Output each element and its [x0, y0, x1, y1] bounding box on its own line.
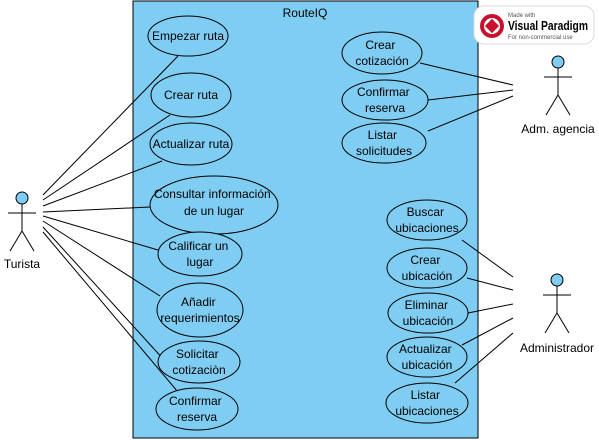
use-case-label-calificar-lugar: Calificar un lugar	[168, 239, 231, 269]
use-case-label-empezar-ruta: Empezar ruta	[152, 29, 224, 43]
use-cases	[147, 15, 469, 431]
use-case-listar-solicitudes[interactable]	[341, 122, 427, 164]
use-case-anadir-req[interactable]	[156, 282, 244, 338]
use-case-label-actualizar-ubicacion: Actualizar ubicación	[399, 342, 455, 372]
use-case-label-buscar-ubicaciones: Buscar ubicaciones	[395, 205, 458, 235]
assoc-turista-actualizar-ruta	[42, 160, 163, 207]
use-case-crear-cotizacion[interactable]	[341, 31, 423, 75]
use-case-actualizar-ruta[interactable]	[149, 122, 233, 166]
assoc-turista-anadir-req	[42, 220, 161, 297]
assoc-admin-actualizar-ubicacion	[461, 317, 514, 346]
use-case-crear-ubicacion[interactable]	[386, 247, 468, 289]
use-case-buscar-ubicaciones[interactable]	[386, 199, 468, 241]
assoc-turista-crear-ruta	[42, 114, 171, 201]
watermark-line2: For non-commercial use	[508, 35, 573, 41]
actor-head	[15, 191, 29, 205]
use-case-label-eliminar-ubicacion: Eliminar ubicación	[403, 298, 454, 328]
watermark-brand: Visual Paradigm	[508, 18, 588, 33]
actor-turista[interactable]	[8, 191, 36, 252]
use-case-label-confirmar-reserva-t: Confirmar reserva	[169, 394, 225, 424]
use-case-actualizar-ubicacion[interactable]	[386, 336, 468, 378]
assoc-turista-consultar-info	[42, 206, 151, 213]
watermark-line1: Made with	[508, 13, 535, 19]
assoc-agencia-crear-cotizacion	[419, 62, 514, 86]
visual-paradigm-watermark: Made with Visual Paradigm For non-commer…	[473, 5, 595, 45]
use-case-empezar-ruta[interactable]	[147, 15, 229, 57]
actor-agencia[interactable]	[544, 55, 572, 116]
actor-label-agencia: Adm. agencia	[521, 122, 595, 136]
use-case-label-actualizar-ruta: Actualizar ruta	[153, 137, 230, 151]
assoc-agencia-confirmar-reserva	[427, 89, 514, 101]
use-case-label-confirmar-reserva-a: Confirmar reserva	[357, 85, 413, 115]
use-case-label-crear-ubicacion: Crear ubicación	[402, 253, 453, 283]
use-case-confirmar-reserva-a[interactable]	[341, 79, 429, 121]
use-case-confirmar-reserva-t[interactable]	[155, 387, 239, 431]
actor-head	[550, 273, 564, 287]
use-case-label-solicitar-cot: Solicitar cotizaciòn	[172, 347, 225, 377]
visual-paradigm-logo-icon	[480, 14, 504, 38]
assoc-admin-listar-ubicaciones	[454, 332, 514, 384]
use-case-label-anadir-req: Añadir requerimientos	[160, 295, 239, 325]
system-title: RouteIQ	[283, 6, 328, 20]
use-case-label-listar-ubicaciones: Listar ubicaciones	[395, 388, 458, 418]
use-case-label-crear-cotizacion: Crear cotización	[355, 38, 408, 68]
use-case-crear-ruta[interactable]	[150, 72, 232, 118]
use-case-eliminar-ubicacion[interactable]	[387, 292, 469, 334]
use-case-label-listar-solicitudes: Listar solicitudes	[356, 128, 412, 158]
assoc-turista-calificar-lugar	[42, 215, 159, 251]
use-case-label-consultar-info: Consultar información de un lugar	[154, 187, 274, 218]
assoc-turista-confirmar-reserva	[42, 231, 179, 393]
assoc-agencia-listar-solicitudes	[427, 95, 514, 132]
use-case-labels: Empezar ruta Crear ruta Actualizar ruta …	[152, 29, 459, 424]
assoc-turista-empezar-ruta	[42, 55, 179, 196]
assoc-turista-solicitar-cot	[42, 226, 166, 362]
assoc-admin-eliminar-ubicacion	[467, 303, 514, 314]
use-case-label-crear-ruta: Crear ruta	[164, 88, 218, 102]
assoc-admin-buscar-ubicaciones	[461, 239, 514, 278]
use-case-solicitar-cot[interactable]	[157, 340, 241, 384]
actor-administrador[interactable]	[543, 273, 571, 334]
actor-label-turista: Turista	[4, 257, 41, 271]
assoc-admin-crear-ubicacion	[466, 277, 514, 291]
use-case-calificar-lugar[interactable]	[157, 231, 243, 277]
associations	[42, 55, 514, 393]
use-case-listar-ubicaciones[interactable]	[385, 382, 469, 424]
actor-label-administrador: Administrador	[520, 341, 594, 355]
actor-head	[551, 55, 565, 69]
